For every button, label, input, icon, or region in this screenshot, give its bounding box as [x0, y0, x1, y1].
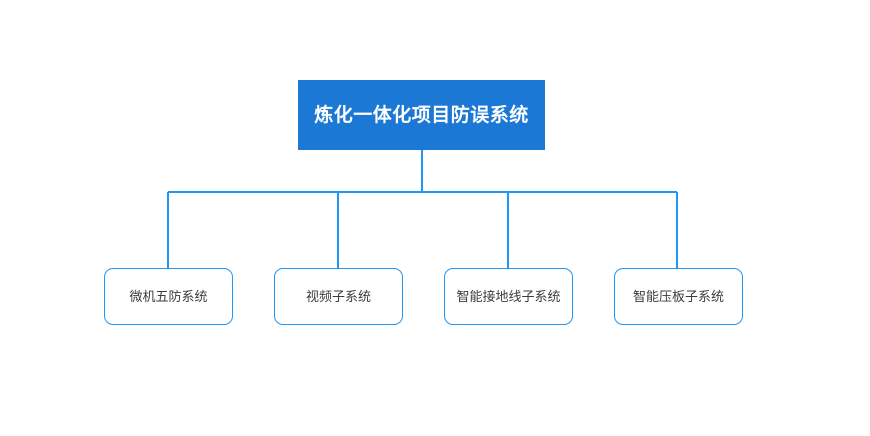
child-node-1[interactable]: 微机五防系统 — [104, 268, 233, 325]
child-node-1-label: 微机五防系统 — [129, 289, 208, 304]
child-node-2[interactable]: 视频子系统 — [274, 268, 403, 325]
root-node[interactable]: 炼化一体化项目防误系统 — [298, 80, 545, 150]
child-node-3[interactable]: 智能接地线子系统 — [444, 268, 573, 325]
child-node-2-label: 视频子系统 — [305, 289, 371, 304]
child-node-3-label: 智能接地线子系统 — [456, 289, 561, 304]
child-node-4[interactable]: 智能压板子系统 — [614, 268, 743, 325]
root-node-label: 炼化一体化项目防误系统 — [314, 104, 529, 126]
child-node-4-label: 智能压板子系统 — [632, 289, 724, 304]
